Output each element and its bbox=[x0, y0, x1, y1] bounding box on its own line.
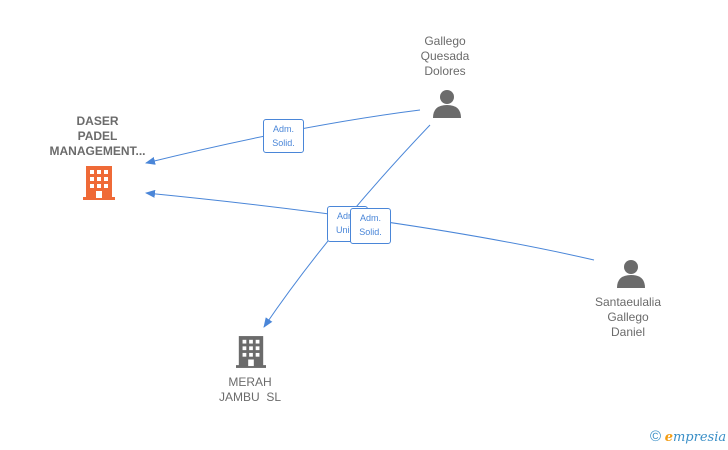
gallego-quesada-line-1: Gallego bbox=[424, 34, 466, 48]
brand-initial: e bbox=[664, 430, 673, 445]
edge-badge-line-2: Unico bbox=[335, 225, 359, 235]
santaeulalia-label[interactable]: Santaeulalia Gallego Daniel bbox=[578, 295, 678, 340]
santaeulalia-line-3: Daniel bbox=[610, 325, 646, 339]
copyright-symbol: © bbox=[650, 428, 662, 445]
daser-label-line-1: DASER bbox=[76, 114, 119, 128]
edge-badge-line-1: Adm. bbox=[336, 211, 358, 221]
merah-label-line-1: MERAH bbox=[228, 375, 272, 389]
brand-name: mpresia bbox=[672, 430, 727, 445]
edge-badge-gallego-daser[interactable]: Adm. Solid. bbox=[263, 119, 304, 153]
edge-badge-line-2: Solid. bbox=[359, 227, 382, 237]
edge-badge-santaeulalia-daser[interactable]: Adm. Solid. bbox=[350, 208, 391, 244]
building-icon[interactable] bbox=[83, 166, 115, 205]
person-icon[interactable] bbox=[432, 88, 462, 123]
daser-label[interactable]: DASER PADEL MANAGEMENT... bbox=[40, 114, 155, 159]
merah-label-line-2: JAMBU SL bbox=[218, 390, 281, 404]
edge-badge-line-2: Solid. bbox=[272, 138, 295, 148]
edge-badge-line-1: Adm. bbox=[359, 213, 381, 223]
santaeulalia-line-1: Santaeulalia bbox=[594, 295, 662, 309]
empresia-watermark: © empresia bbox=[650, 428, 726, 445]
gallego-quesada-line-3: Dolores bbox=[424, 64, 466, 78]
daser-label-line-2: PADEL bbox=[77, 129, 118, 143]
gallego-quesada-line-2: Quesada bbox=[420, 49, 470, 63]
merah-label[interactable]: MERAH JAMBU SL bbox=[200, 375, 300, 405]
edge-badge-line-1: Adm. bbox=[272, 124, 294, 134]
building-icon[interactable] bbox=[236, 335, 266, 374]
gallego-quesada-label[interactable]: Gallego Quesada Dolores bbox=[395, 34, 495, 79]
daser-label-line-3: MANAGEMENT... bbox=[49, 144, 146, 158]
edge-santaeulalia-to-daser bbox=[145, 189, 595, 261]
santaeulalia-line-2: Gallego bbox=[607, 310, 649, 324]
person-icon[interactable] bbox=[616, 258, 646, 293]
